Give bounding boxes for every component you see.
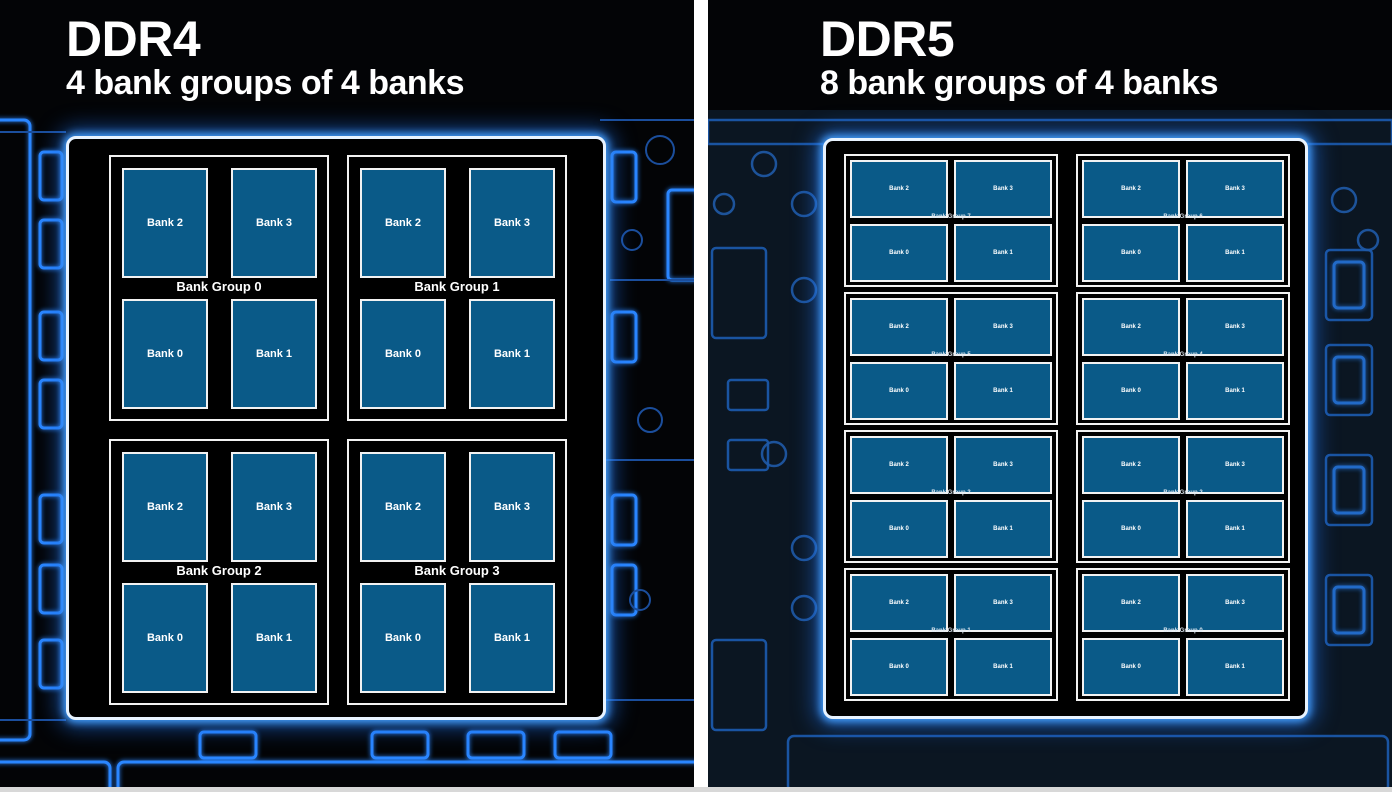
bank-group-label: Bank Group 5	[931, 352, 971, 358]
bank: Bank 2	[122, 168, 208, 278]
bank-group: Bank 2 Bank 3 Bank 0 Bank 1 Bank Group 0	[109, 155, 329, 421]
bank: Bank 0	[850, 500, 948, 558]
bank: Bank 1	[954, 224, 1052, 282]
bank: Bank 3	[469, 452, 555, 562]
bank: Bank 0	[850, 638, 948, 696]
bank: Bank 3	[954, 436, 1052, 494]
bank-group-label: Bank Group 3	[931, 490, 971, 496]
panel-divider	[694, 0, 708, 792]
bank: Bank 1	[1186, 224, 1284, 282]
bank: Bank 1	[954, 638, 1052, 696]
bank: Bank 2	[360, 168, 446, 278]
bank-group: Bank 2 Bank 3 Bank 0 Bank 1 Bank Group 2	[109, 439, 329, 705]
bank: Bank 0	[1082, 362, 1180, 420]
bank: Bank 3	[1186, 574, 1284, 632]
ddr5-title: DDR5	[820, 11, 955, 67]
bank: Bank 2	[850, 160, 948, 218]
bank-group-label: Bank Group 0	[1163, 628, 1203, 634]
bank: Bank 0	[1082, 638, 1180, 696]
bank-group-label: Bank Group 0	[176, 279, 262, 294]
bank-group-label: Bank Group 7	[931, 214, 971, 220]
bank: Bank 3	[1186, 160, 1284, 218]
bank: Bank 3	[231, 168, 317, 278]
bank-group-label: Bank Group 4	[1163, 352, 1203, 358]
bank: Bank 2	[850, 436, 948, 494]
bank: Bank 2	[850, 574, 948, 632]
bank: Bank 2	[1082, 298, 1180, 356]
bank: Bank 1	[1186, 362, 1284, 420]
bank: Bank 1	[231, 583, 317, 693]
bank: Bank 3	[1186, 436, 1284, 494]
bank: Bank 3	[231, 452, 317, 562]
bank: Bank 1	[469, 299, 555, 409]
bank: Bank 1	[954, 500, 1052, 558]
bank-group-label: Bank Group 1	[931, 628, 971, 634]
bank: Bank 3	[954, 160, 1052, 218]
bank: Bank 2	[360, 452, 446, 562]
bank: Bank 3	[1186, 298, 1284, 356]
bank: Bank 2	[850, 298, 948, 356]
bank: Bank 0	[122, 583, 208, 693]
ddr5-subtitle: 8 bank groups of 4 banks	[820, 64, 1218, 102]
bank-group-label: Bank Group 2	[176, 563, 262, 578]
bank: Bank 2	[1082, 160, 1180, 218]
bank: Bank 0	[850, 362, 948, 420]
bank: Bank 3	[954, 298, 1052, 356]
bank: Bank 0	[360, 299, 446, 409]
bank: Bank 2	[1082, 574, 1180, 632]
bank-group: Bank 2 Bank 3 Bank 0 Bank 1 Bank Group 1	[347, 155, 567, 421]
bank-group-label: Bank Group 6	[1163, 214, 1203, 220]
bank: Bank 0	[1082, 224, 1180, 282]
bank: Bank 0	[850, 224, 948, 282]
bank-group-label: Bank Group 2	[1163, 490, 1203, 496]
bank: Bank 1	[469, 583, 555, 693]
bank: Bank 2	[122, 452, 208, 562]
bank: Bank 1	[1186, 500, 1284, 558]
bank: Bank 0	[122, 299, 208, 409]
bottom-edge	[0, 787, 1392, 792]
bank: Bank 0	[360, 583, 446, 693]
ddr4-title: DDR4	[66, 11, 201, 67]
bank: Bank 2	[1082, 436, 1180, 494]
ddr4-circuit-board-background	[0, 118, 694, 792]
bank: Bank 3	[469, 168, 555, 278]
bank-group-label: Bank Group 3	[414, 563, 500, 578]
bank: Bank 1	[231, 299, 317, 409]
bank-group-label: Bank Group 1	[414, 279, 500, 294]
bank: Bank 0	[1082, 500, 1180, 558]
bank: Bank 1	[954, 362, 1052, 420]
bank-group: Bank 2 Bank 3 Bank 0 Bank 1 Bank Group 3	[347, 439, 567, 705]
bank: Bank 1	[1186, 638, 1284, 696]
bank: Bank 3	[954, 574, 1052, 632]
ddr4-subtitle: 4 bank groups of 4 banks	[66, 64, 464, 102]
